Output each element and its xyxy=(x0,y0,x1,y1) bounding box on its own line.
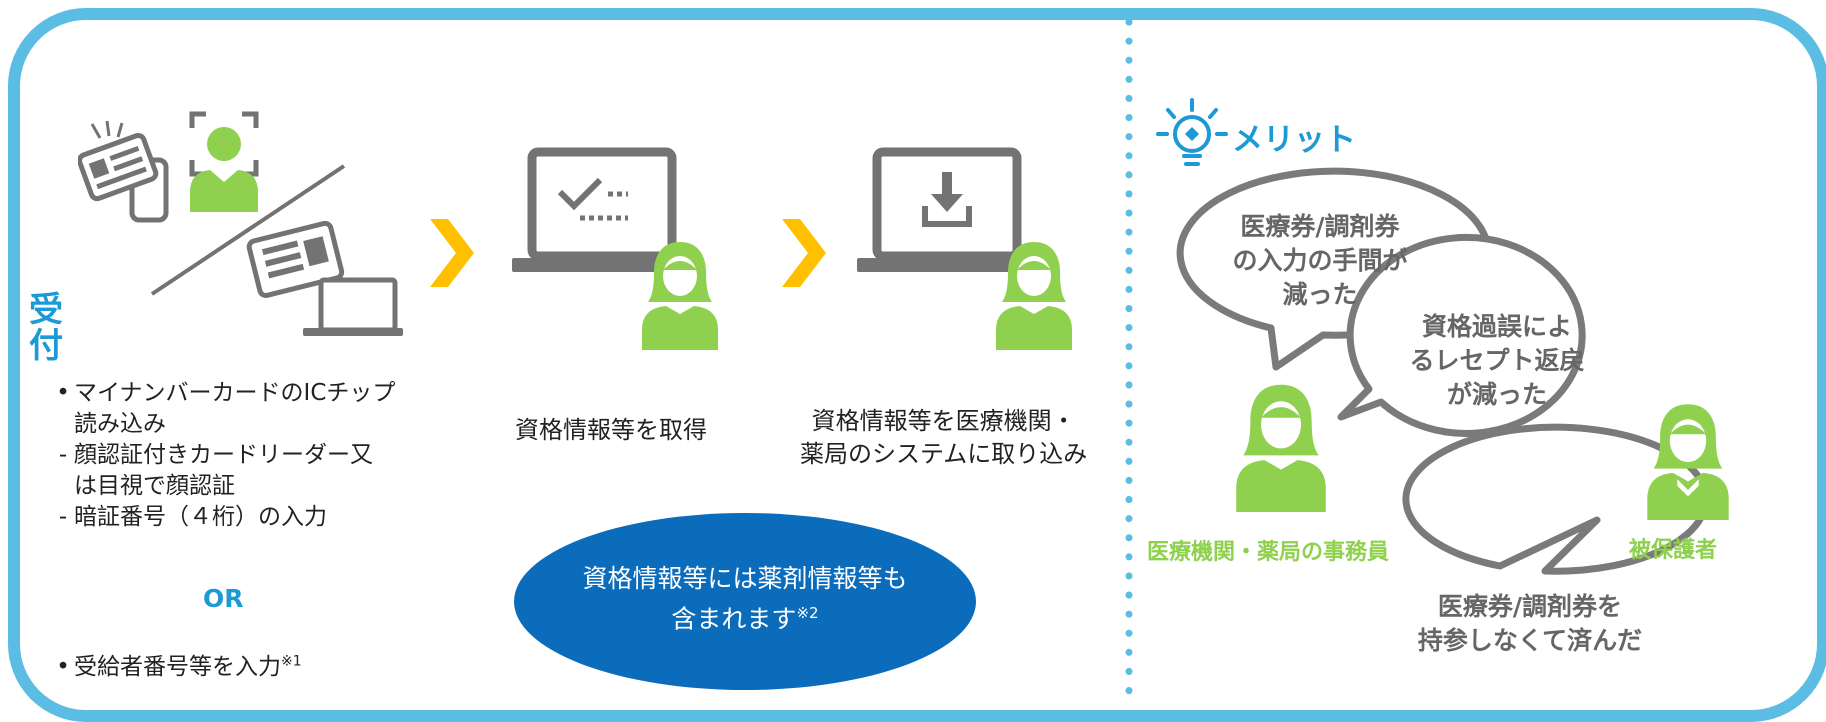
laptop-check-icon xyxy=(512,147,692,272)
note-line: 資格情報等には薬剤情報等も xyxy=(582,564,908,593)
speech-bubble-text: 医療券/調剤券 の入力の手間が 減った xyxy=(1232,212,1408,309)
section-divider xyxy=(1125,18,1133,710)
lightbulb-icon xyxy=(1156,98,1228,166)
step-import-to-system: 資格情報等を医療機関・ 薬局のシステムに取り込み xyxy=(800,405,1087,471)
merit-title: メリット xyxy=(1232,122,1356,158)
person-icon xyxy=(996,242,1072,350)
speech-bubble-text: 医療券/調剤券を 持参しなくて済んだ xyxy=(1417,592,1643,655)
person-icon xyxy=(1236,384,1326,512)
list-item-text: マイナンバーカードのICチップ xyxy=(74,380,396,406)
person-label-staff: 医療機関・薬局の事務員 xyxy=(1147,540,1390,565)
step-text-line: 薬局のシステムに取り込み xyxy=(800,440,1088,468)
bullet-marker: - xyxy=(58,504,68,530)
list-item: -顔認証付きカードリーダー又 は目視で顔認証 xyxy=(52,440,395,502)
step-get-eligibility: 資格情報等を取得 xyxy=(515,416,707,444)
person-icon xyxy=(1647,404,1729,520)
list-item-text: 受給者番号等を入力 xyxy=(74,654,281,680)
bullet-marker: • xyxy=(56,380,70,406)
arrow-right-icon xyxy=(782,219,826,287)
list-item: •受給者番号等を入力※1 xyxy=(56,653,302,680)
footnote-marker: ※1 xyxy=(281,653,302,670)
bullet-marker: - xyxy=(58,442,68,468)
list-item-text: は目視で顔認証 xyxy=(74,473,235,499)
person-label-beneficiary: 被保護者 xyxy=(1629,538,1718,563)
list-item-text: 読み込み xyxy=(74,411,166,437)
face-scan-icon xyxy=(189,111,259,212)
card-reader-icon xyxy=(78,120,169,223)
person-icon xyxy=(642,242,718,350)
medication-info-note: 資格情報等には薬剤情報等も 含まれます※2 xyxy=(514,513,976,690)
list-item-text: 顔認証付きカードリーダー又 xyxy=(74,442,373,468)
reception-method-list: •マイナンバーカードのICチップ 読み込み -顔認証付きカードリーダー又 は目視… xyxy=(52,378,395,533)
reception-heading: 受付 xyxy=(29,290,63,366)
id-card-icon xyxy=(246,220,403,336)
or-label: OR xyxy=(203,584,244,613)
list-item: •マイナンバーカードのICチップ 読み込み xyxy=(52,378,395,440)
speech-bubble-text: 資格過誤によ るレセプト返戻 が減った xyxy=(1409,312,1585,409)
list-item-text: 暗証番号（４桁）の入力 xyxy=(74,504,327,530)
arrow-right-icon xyxy=(430,219,474,287)
slash-divider-icon xyxy=(150,164,346,296)
note-line: 含まれます xyxy=(671,604,797,634)
laptop-download-icon xyxy=(857,147,1037,272)
footnote-marker: ※2 xyxy=(796,604,819,622)
list-item: -暗証番号（４桁）の入力 xyxy=(52,502,395,533)
step-text-line: 資格情報等を医療機関・ xyxy=(811,407,1076,435)
